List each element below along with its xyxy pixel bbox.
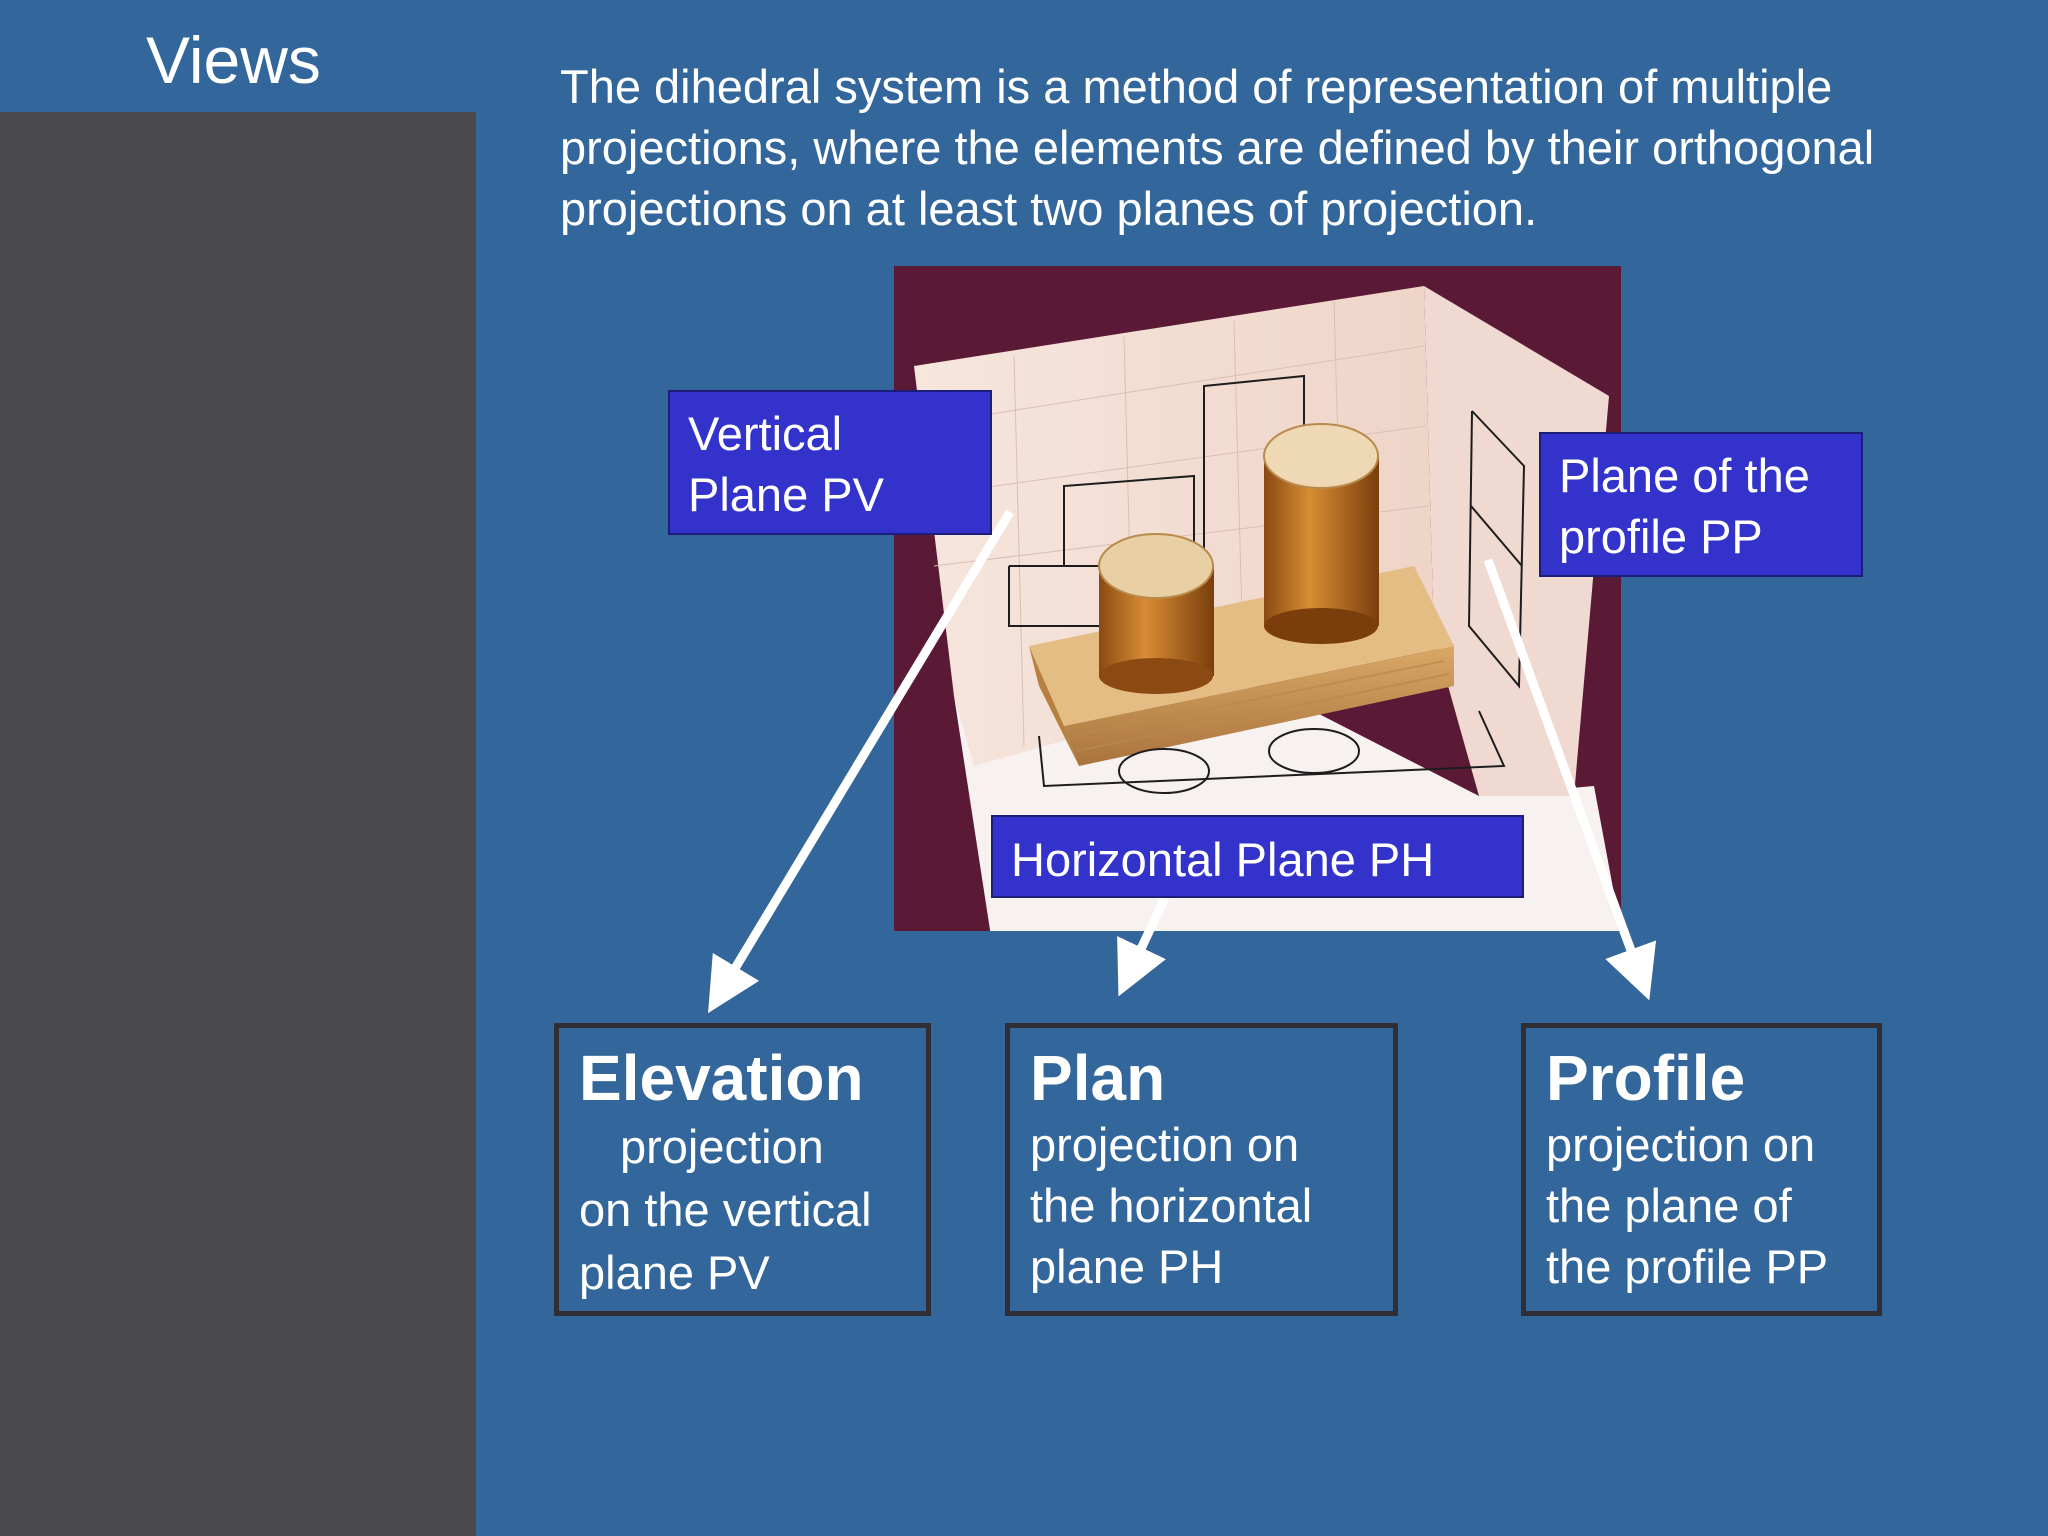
elevation-box: Elevation projection on the vertical pla…	[554, 1023, 931, 1316]
vertical-plane-label-line1: Vertical	[688, 407, 843, 460]
profile-plane-label-line2: profile PP	[1559, 510, 1763, 563]
block-front	[1064, 646, 1454, 766]
vertical-plane-label-line2: Plane PV	[688, 468, 884, 521]
sidebar-panel	[0, 112, 476, 1536]
slide-title: Views	[146, 23, 321, 97]
profile-plane-label: Plane of the profile PP	[1539, 432, 1863, 577]
elevation-line2: on the vertical	[579, 1183, 872, 1236]
horizontal-plane-label: Horizontal Plane PH	[991, 815, 1524, 898]
intro-paragraph: The dihedral system is a method of repre…	[560, 60, 1875, 235]
plan-line3: plane PH	[1030, 1240, 1224, 1293]
profile-line2: the plane of	[1546, 1179, 1792, 1232]
elevation-heading: Elevation	[579, 1042, 864, 1114]
profile-line3: the profile PP	[1546, 1240, 1829, 1293]
plan-line2: the horizontal	[1030, 1179, 1313, 1232]
plan-line1: projection on	[1030, 1118, 1300, 1171]
plan-box: Plan projection on the horizontal plane …	[1005, 1023, 1398, 1316]
vertical-plane-label: Vertical Plane PV	[668, 390, 992, 535]
elevation-line1: projection	[620, 1120, 824, 1173]
profile-plane-label-line1: Plane of the	[1559, 449, 1810, 502]
elevation-line3: plane PV	[579, 1246, 770, 1299]
profile-line1: projection on	[1546, 1118, 1816, 1171]
profile-heading: Profile	[1546, 1042, 1746, 1114]
plan-heading: Plan	[1030, 1042, 1166, 1114]
profile-box: Profile projection on the plane of the p…	[1521, 1023, 1882, 1316]
title-band	[0, 0, 476, 112]
